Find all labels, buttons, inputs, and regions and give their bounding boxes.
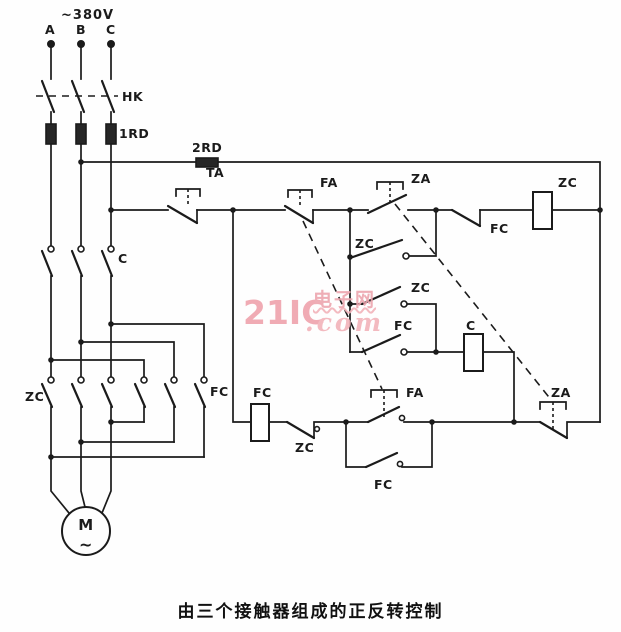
reverse-button-nc-label: FA xyxy=(320,175,338,190)
forward-button-nc-label: ZA xyxy=(551,385,571,400)
fuse-1rd-a xyxy=(45,123,57,145)
terminal-c xyxy=(107,40,115,48)
fuses xyxy=(45,123,219,168)
tap-a-to-fc1 xyxy=(50,359,145,378)
phase-a-line xyxy=(50,47,71,515)
reverse-button-no-label: FA xyxy=(406,385,424,400)
forward-bank-label: ZC xyxy=(25,389,44,404)
zc-nc-bottom-blade xyxy=(285,420,316,440)
c-main-blades xyxy=(40,249,114,278)
phase-b-label: B xyxy=(76,22,86,37)
control-fuse-rail xyxy=(80,161,601,423)
phase-c-line xyxy=(100,47,112,515)
supply-terminals xyxy=(47,40,115,48)
ta-blade xyxy=(166,204,199,225)
c-coil-box xyxy=(463,333,484,372)
wires xyxy=(50,47,601,515)
fc-bank-outputs xyxy=(143,406,205,458)
coils xyxy=(250,191,553,442)
fc-aux-blade xyxy=(360,333,402,354)
za-no-blade xyxy=(366,193,408,215)
reverse-bank-label: FC xyxy=(210,384,229,399)
watermark: 21IC 电子网 .com xyxy=(243,289,403,348)
junction-dots xyxy=(48,159,603,460)
knife-switch-label: HK xyxy=(122,89,144,104)
main-fuse-label: 1RD xyxy=(119,126,149,141)
reverse-selfhold-label: FC xyxy=(374,477,393,492)
tap-b-to-fc2 xyxy=(80,341,175,378)
fuse-1rd-b xyxy=(75,123,87,145)
fc-coil-branch xyxy=(232,209,347,439)
forward-aux-label: ZC xyxy=(411,280,430,295)
motor-ac-label: ~ xyxy=(79,535,93,554)
reverse-interlock-label: FC xyxy=(490,221,509,236)
watermark-site-cn: 电子网 xyxy=(313,289,377,311)
line-contacts-label: C xyxy=(118,251,128,266)
forward-coil-label: ZC xyxy=(558,175,577,190)
fc-nc-top-blade xyxy=(450,208,482,228)
control-fuse-label: 2RD xyxy=(192,140,222,155)
za-nc-blade xyxy=(538,420,569,440)
zc-coil-box xyxy=(532,191,553,230)
zc-selfhold-blade xyxy=(348,238,404,260)
terminal-b xyxy=(77,40,85,48)
zc-aux-blade xyxy=(360,285,402,306)
supply-voltage-label: ~380V xyxy=(61,8,114,23)
stop-button-label: TA xyxy=(206,165,224,180)
reverse-aux-row xyxy=(349,351,515,423)
fa-nc-blade xyxy=(283,204,315,225)
fc-coil-box xyxy=(250,403,270,442)
fc-bank-blades xyxy=(133,382,207,409)
fuse-1rd-c xyxy=(105,123,117,145)
motor-symbol xyxy=(61,506,111,556)
bottom-rail xyxy=(345,421,601,439)
reverse-aux-label: FC xyxy=(394,318,413,333)
mechanical-links xyxy=(36,95,554,431)
zc-bank-blades xyxy=(40,382,114,409)
forward-interlock-label: ZC xyxy=(295,440,314,455)
forward-button-no-label: ZA xyxy=(411,171,431,186)
fc-selfhold-loop xyxy=(345,421,433,468)
watermark-brand: 21IC xyxy=(243,293,326,332)
tap-c-to-fc3 xyxy=(110,323,205,378)
forward-selfhold-label: ZC xyxy=(355,236,374,251)
reverse-coil-label: FC xyxy=(253,385,272,400)
fa-link-dash xyxy=(302,220,383,390)
terminal-a xyxy=(47,40,55,48)
selfhold-row xyxy=(408,209,437,257)
fuse-2rd xyxy=(195,157,219,168)
fc-selfhold-blade xyxy=(364,451,399,469)
motor-label: M xyxy=(78,516,93,534)
phase-c-label: C xyxy=(106,22,116,37)
diagram-caption: 由三个接触器组成的正反转控制 xyxy=(177,602,444,622)
phase-a-label: A xyxy=(45,22,55,37)
labels: ~380V A B C HK 1RD 2RD TA FA ZA ZC FC C … xyxy=(25,8,577,554)
line-coil-label: C xyxy=(466,318,476,333)
phase-b-line xyxy=(80,47,87,509)
contact-terminals xyxy=(47,245,410,468)
watermark-dotcom: .com xyxy=(305,308,385,337)
